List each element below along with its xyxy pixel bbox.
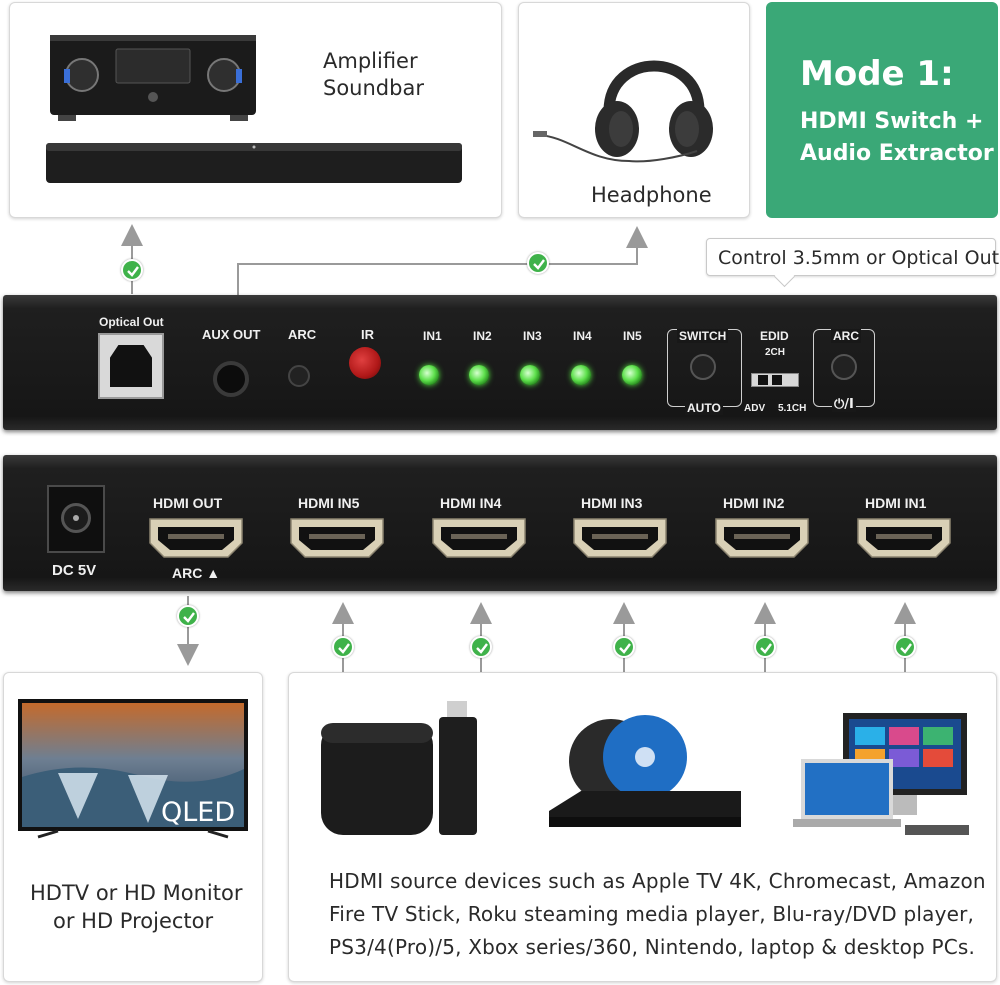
input-label-1: IN1 bbox=[423, 329, 442, 343]
input-led-1 bbox=[419, 365, 439, 385]
display-card: QLED HDTV or HD Monitor or HD Projector bbox=[3, 672, 263, 982]
connector-line bbox=[237, 263, 239, 295]
ir-label: IR bbox=[361, 327, 374, 342]
hdmi-in5-label: HDMI IN5 bbox=[298, 495, 360, 511]
edid-51ch-label: 5.1CH bbox=[778, 403, 807, 414]
arrow-up-icon bbox=[894, 602, 916, 624]
arrow-up-icon bbox=[754, 602, 776, 624]
computer-image bbox=[793, 713, 969, 835]
edid-2ch-label: 2CH bbox=[765, 347, 786, 358]
hdmi-in5-port[interactable] bbox=[289, 517, 385, 559]
aux-out-label: AUX OUT bbox=[202, 327, 261, 342]
sources-text-line-1: HDMI source devices such as Apple TV 4K,… bbox=[329, 869, 986, 893]
edid-adv-label: ADV bbox=[744, 403, 766, 414]
mode-box: Mode 1: HDMI Switch + Audio Extractor bbox=[766, 2, 998, 218]
amplifier-soundbar-card: Amplifier Soundbar bbox=[9, 2, 502, 218]
arc-label: ARC bbox=[288, 327, 317, 342]
headphone-card: Headphone bbox=[518, 2, 750, 218]
soundbar-label: Soundbar bbox=[323, 76, 424, 100]
mode-line-2: Audio Extractor bbox=[800, 141, 994, 166]
input-label-4: IN4 bbox=[573, 329, 592, 343]
mode-title: Mode 1: bbox=[800, 54, 954, 94]
mode-subtitle: HDMI Switch + Audio Extractor bbox=[800, 106, 994, 170]
streaming-box-image bbox=[321, 723, 433, 835]
hdmi-out-label: HDMI OUT bbox=[153, 495, 223, 511]
switch-button[interactable] bbox=[690, 354, 716, 380]
arrow-down-icon bbox=[177, 644, 199, 666]
hdmi-in2-label: HDMI IN2 bbox=[723, 495, 785, 511]
input-label-5: IN5 bbox=[623, 329, 642, 343]
front-panel: Optical Out AUX OUT ARC IR IN1 IN2 IN3 I… bbox=[3, 295, 997, 430]
optical-out-label: Optical Out bbox=[99, 315, 164, 329]
sources-card: HDMI source devices such as Apple TV 4K,… bbox=[288, 672, 997, 982]
hdmi-in3-port[interactable] bbox=[572, 517, 668, 559]
check-icon bbox=[894, 636, 916, 658]
edid-dip-switch[interactable] bbox=[751, 373, 799, 387]
soundbar-image bbox=[46, 143, 462, 183]
tv-image bbox=[18, 699, 248, 839]
mode-line-1: HDMI Switch + bbox=[800, 109, 984, 134]
optical-out-port[interactable] bbox=[98, 333, 164, 399]
input-led-5 bbox=[622, 365, 642, 385]
input-led-4 bbox=[571, 365, 591, 385]
auto-label: AUTO bbox=[685, 401, 723, 415]
arrow-up-icon bbox=[626, 226, 648, 248]
sources-text-line-3: PS3/4(Pro)/5, Xbox series/360, Nintendo,… bbox=[329, 935, 976, 959]
hdmi-in1-label: HDMI IN1 bbox=[865, 495, 927, 511]
hdmi-in1-port[interactable] bbox=[856, 517, 952, 559]
hdmi-in3-label: HDMI IN3 bbox=[581, 495, 643, 511]
check-icon bbox=[177, 605, 199, 627]
arc-indicator bbox=[288, 365, 310, 387]
sources-text-line-2: Fire TV Stick, Roku steaming media playe… bbox=[329, 902, 975, 926]
connector-line bbox=[237, 263, 638, 265]
connector-line bbox=[636, 246, 638, 264]
arc-button-label: ARC bbox=[831, 329, 861, 343]
arrow-up-icon bbox=[470, 602, 492, 624]
switch-label: SWITCH bbox=[677, 329, 729, 343]
hdmi-out-port[interactable] bbox=[148, 517, 244, 559]
input-led-2 bbox=[469, 365, 489, 385]
rear-panel: DC 5V HDMI OUT ARC ▲ HDMI IN5 HDMI IN4 H… bbox=[3, 455, 997, 591]
control-callout: Control 3.5mm or Optical Out bbox=[706, 238, 1000, 276]
arrow-up-icon bbox=[332, 602, 354, 624]
amplifier-image bbox=[50, 35, 256, 121]
headphone-image bbox=[533, 60, 713, 163]
input-label-3: IN3 bbox=[523, 329, 542, 343]
dc-label: DC 5V bbox=[52, 562, 97, 579]
tv-brand-label: QLED bbox=[161, 797, 236, 828]
ir-sensor bbox=[349, 347, 381, 379]
aux-out-jack[interactable] bbox=[213, 361, 249, 397]
check-icon bbox=[470, 636, 492, 658]
edid-label: EDID bbox=[760, 329, 789, 343]
arrow-up-icon bbox=[613, 602, 635, 624]
check-icon bbox=[332, 636, 354, 658]
arc-button[interactable] bbox=[831, 354, 857, 380]
hdmi-in2-port[interactable] bbox=[714, 517, 810, 559]
streaming-stick-image bbox=[439, 701, 477, 835]
hdmi-in4-label: HDMI IN4 bbox=[440, 495, 502, 511]
power-icon: ⏻/I bbox=[832, 397, 856, 412]
headphone-label: Headphone bbox=[591, 183, 712, 207]
check-icon bbox=[613, 636, 635, 658]
callout-text: Control 3.5mm or Optical Out bbox=[718, 247, 1000, 269]
display-label-line-1: HDTV or HD Monitor bbox=[30, 881, 243, 905]
check-icon bbox=[754, 636, 776, 658]
hdmi-in4-port[interactable] bbox=[431, 517, 527, 559]
display-label-line-2: or HD Projector bbox=[53, 909, 214, 933]
bluray-player-image bbox=[549, 715, 741, 827]
arc-mark-label: ARC ▲ bbox=[172, 565, 221, 581]
input-label-2: IN2 bbox=[473, 329, 492, 343]
check-icon bbox=[121, 259, 143, 281]
dc-jack[interactable] bbox=[47, 485, 105, 553]
check-icon bbox=[527, 252, 549, 274]
arrow-up-icon bbox=[121, 224, 143, 246]
amplifier-label: Amplifier bbox=[323, 49, 418, 73]
input-led-3 bbox=[520, 365, 540, 385]
